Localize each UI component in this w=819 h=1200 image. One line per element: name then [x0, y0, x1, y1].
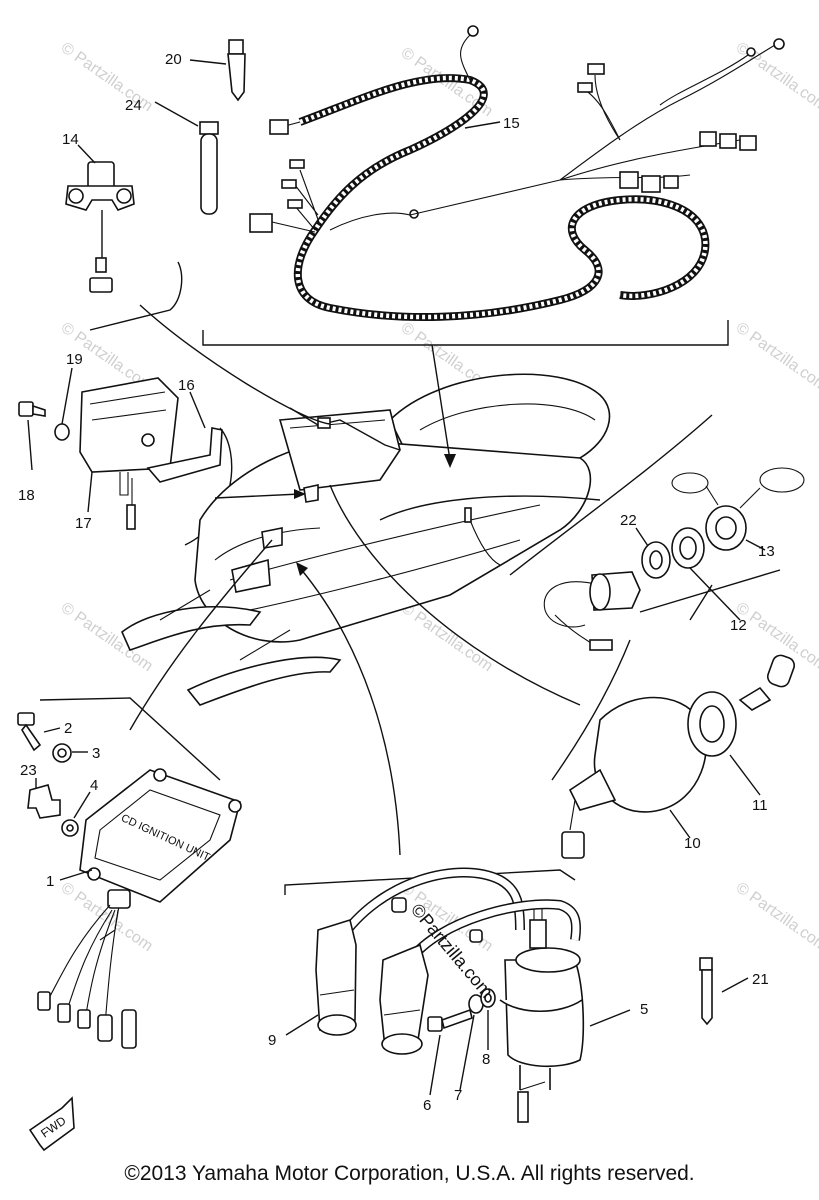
harness-bracket [202, 320, 729, 346]
part-21-clip [699, 957, 749, 1026]
switch-bracket [89, 261, 183, 331]
callout-7: 7 [454, 1087, 462, 1104]
part-2-bolt [17, 712, 61, 752]
leader-line [214, 493, 301, 499]
leader-line [129, 539, 273, 731]
callout-14: 14 [62, 131, 79, 148]
callout-19: 19 [66, 351, 83, 368]
callout-8: 8 [482, 1051, 490, 1068]
copyright-notice: ©2013 Yamaha Motor Corporation, U.S.A. A… [124, 1162, 695, 1185]
switch-group-bracket [509, 414, 713, 576]
keyswitch-bracket [551, 639, 631, 781]
callout-21: 21 [752, 971, 769, 988]
part-5-coil [499, 905, 631, 1123]
part-14-switch [65, 144, 135, 293]
part-10-keyswitch [561, 696, 707, 859]
part-18-bolt [18, 401, 46, 471]
watermark: © Partzilla.com [733, 319, 819, 395]
callout-6: 6 [423, 1097, 431, 1114]
part-24-tube [154, 101, 219, 215]
callout-11: 11 [752, 797, 768, 814]
leader-line [329, 484, 581, 706]
fwd-arrow-icon: FWD [28, 1096, 75, 1152]
watermark: © Partzilla.com [733, 39, 819, 115]
callout-22: 22 [620, 512, 637, 529]
cdi-bracket [39, 697, 221, 781]
leader-line [379, 495, 601, 521]
callout-2: 2 [64, 720, 72, 737]
switch-group-bracket-lower [639, 569, 781, 621]
callout-18: 18 [18, 487, 35, 504]
part-12-switch [543, 527, 741, 651]
callout-15: 15 [503, 115, 520, 132]
callout-9: 9 [268, 1032, 276, 1049]
part-4-washer [61, 791, 91, 837]
arrowhead [444, 454, 456, 468]
callout-4: 4 [90, 777, 98, 794]
leader-line [289, 407, 319, 426]
callout-23: 23 [20, 762, 37, 779]
part-1-cdi-unit: CD IGNITION UNIT [37, 768, 242, 1049]
watermark: © Partzilla.com [733, 879, 819, 955]
callout-1: 1 [46, 873, 54, 890]
part-13-cap [671, 467, 805, 551]
watermark: © Partzilla.com [398, 599, 496, 675]
part-7-washer [459, 994, 484, 1091]
leader-line [139, 304, 331, 425]
arrowhead [296, 562, 308, 576]
part-17-regulator [79, 377, 179, 530]
snowmobile-body [121, 373, 611, 706]
callout-13: 13 [758, 543, 775, 560]
callout-5: 5 [640, 1001, 648, 1018]
part-23-bracket [27, 778, 61, 819]
callout-17: 17 [75, 515, 92, 532]
callout-24: 24 [125, 97, 142, 114]
part-22-washer [635, 527, 671, 579]
leader-line [299, 567, 401, 856]
part-8-washer [480, 988, 496, 1050]
part-3-nut [52, 743, 88, 763]
part-20-clip [189, 39, 246, 102]
part-11-bezel [687, 654, 796, 796]
callout-16: 16 [178, 377, 195, 394]
arrowhead [294, 489, 306, 499]
part-9-plug-caps [285, 867, 582, 1055]
part-6-bolt [427, 1008, 473, 1096]
part-15-harness [249, 25, 785, 322]
callout-10: 10 [684, 835, 701, 852]
leader-line [431, 344, 451, 461]
callout-3: 3 [92, 745, 100, 762]
callout-12: 12 [730, 617, 747, 634]
callout-20: 20 [165, 51, 182, 68]
part-19-washer [54, 367, 73, 441]
